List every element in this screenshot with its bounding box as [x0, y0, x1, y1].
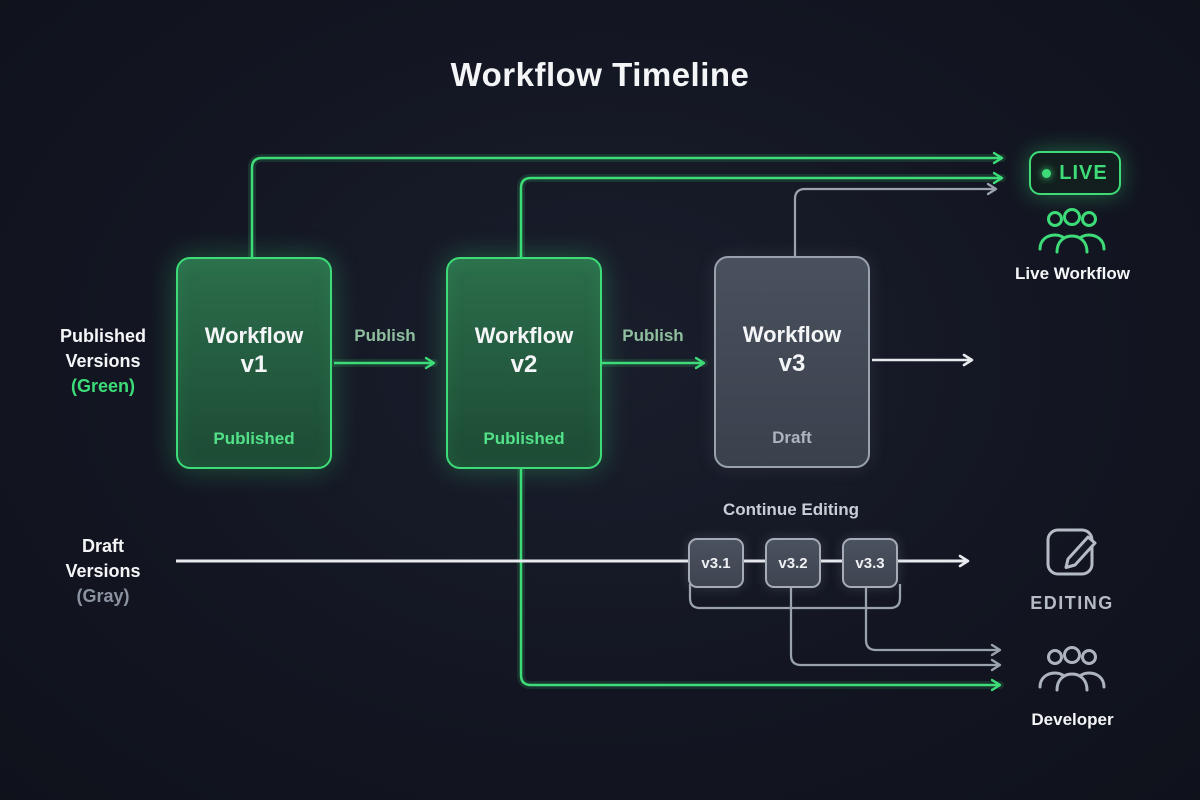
continue-editing-label: Continue Editing	[723, 500, 859, 519]
workflow-v1-node: Workflow v1 Published	[176, 257, 332, 469]
edge-drafts-to-developer-2	[864, 584, 1002, 657]
workflow-v2-status: Published	[483, 429, 565, 448]
legend-published: Published Versions (Green)	[28, 324, 178, 399]
legend-draft: Draft Versions (Gray)	[28, 534, 178, 609]
publish-label-1: Publish	[354, 326, 416, 345]
edge-v1-to-live	[250, 151, 1004, 258]
workflow-v3-name: Workflow	[742, 322, 842, 347]
draft-box-v3-2: v3.2	[765, 538, 821, 588]
draft-box-v3-3-label: v3.3	[855, 554, 885, 572]
publish-label-2: Publish	[622, 326, 684, 345]
draft-box-v3-1: v3.1	[688, 538, 744, 588]
legend-draft-line2: Versions	[65, 561, 141, 581]
live-people-group-icon	[1038, 208, 1106, 254]
legend-draft-line1: Draft	[81, 536, 124, 556]
workflow-v1-name: Workflow	[204, 323, 304, 348]
workflow-v3-version: v3	[778, 350, 806, 377]
draft-box-v3-2-label: v3.2	[778, 554, 808, 572]
live-dot-icon	[1042, 168, 1052, 178]
draft-bracket	[688, 584, 902, 610]
workflow-v1-status: Published	[213, 429, 295, 448]
workflow-v1-version: v1	[240, 351, 268, 378]
edge-drafts-to-developer-1	[789, 584, 1002, 672]
legend-published-line2: Versions	[65, 351, 141, 371]
workflow-v3-status: Draft	[772, 428, 812, 447]
live-badge-label: LIVE	[1059, 161, 1108, 184]
edge-v2-to-developer	[519, 466, 1002, 692]
live-badge: LIVE	[1029, 151, 1121, 195]
legend-published-line1: Published	[59, 326, 146, 346]
page-title: Workflow Timeline	[450, 56, 750, 93]
developer-caption: Developer	[1031, 710, 1114, 729]
developer-people-group-icon	[1038, 646, 1106, 692]
draft-box-v3-1-label: v3.1	[701, 554, 731, 572]
edit-pencil-icon	[1046, 528, 1097, 576]
editing-caption: EDITING	[1030, 593, 1114, 613]
workflow-v2-name: Workflow	[474, 323, 574, 348]
draft-box-v3-3: v3.3	[842, 538, 898, 588]
workflow-v3-node: Workflow v3 Draft	[714, 256, 870, 468]
edge-v2-to-live	[519, 171, 1004, 258]
edge-v3-to-live	[793, 182, 998, 258]
workflow-v2-node: Workflow v2 Published	[446, 257, 602, 469]
live-workflow-caption: Live Workflow	[1015, 264, 1130, 283]
workflow-v2-version: v2	[510, 351, 538, 378]
legend-draft-line3: (Gray)	[76, 586, 130, 606]
legend-published-line3: (Green)	[70, 376, 135, 396]
